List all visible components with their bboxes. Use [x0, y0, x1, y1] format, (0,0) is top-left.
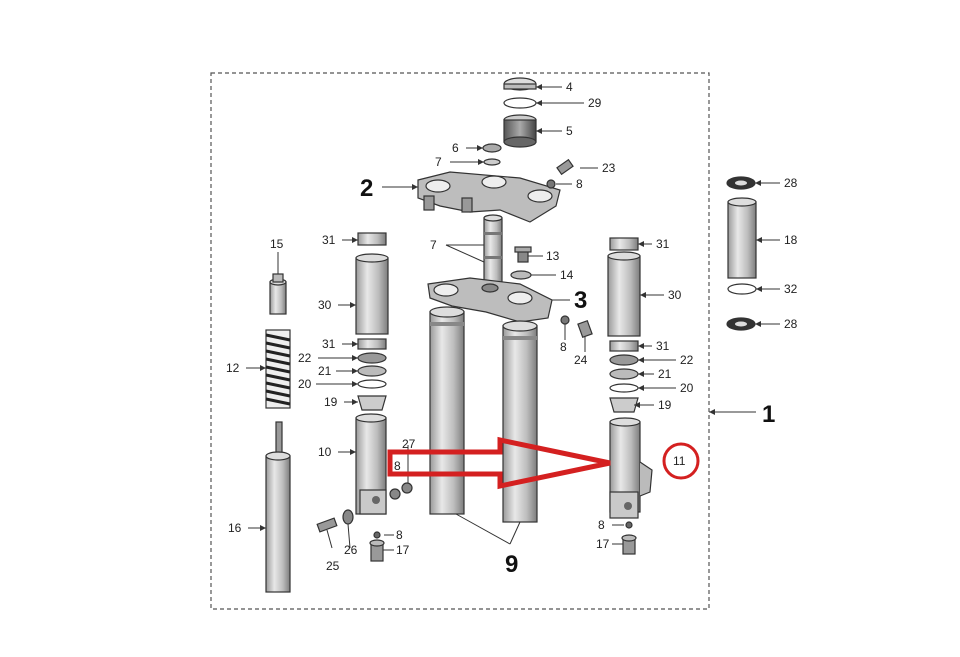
part-22-seal-right — [609, 354, 639, 366]
label-8-left-bottom: 8 — [396, 528, 403, 542]
part-20-clip-right — [609, 383, 639, 393]
part-21-ring-left — [357, 365, 387, 377]
label-20-left: 20 — [298, 377, 312, 391]
label-23: 23 — [602, 161, 616, 175]
label-28-bottom: 28 — [784, 317, 798, 331]
part-10-lower-leg-left — [355, 413, 387, 515]
part-26-washer — [342, 509, 354, 525]
part-31-bushing-left-bottom — [357, 338, 387, 350]
label-29: 29 — [588, 96, 602, 110]
label-15: 15 — [270, 237, 284, 251]
part-27-bolts — [389, 482, 413, 500]
part-21-ring-right — [609, 368, 639, 380]
label-21-left: 21 — [318, 364, 332, 378]
part-9-fork-tubes — [429, 306, 538, 523]
label-32: 32 — [784, 282, 798, 296]
part-19-seal-left — [357, 395, 387, 411]
part-31-bushing-left-top — [357, 232, 387, 246]
assembly-border — [210, 72, 710, 610]
label-8-right: 8 — [598, 518, 605, 532]
part-31-bushing-right-top — [609, 237, 639, 251]
part-11-lower-leg-right — [609, 417, 653, 519]
part-24-bolt — [577, 319, 593, 339]
part-28-bearing-bottom — [726, 317, 756, 331]
label-30-right: 30 — [668, 288, 682, 302]
leader-arrowheads — [260, 84, 762, 531]
label-31-right-top: 31 — [656, 237, 670, 251]
part-6-washer — [482, 143, 502, 153]
label-19-left: 19 — [324, 395, 338, 409]
label-14: 14 — [560, 268, 574, 282]
part-3-lower-triple-clamp — [427, 277, 553, 323]
label-25: 25 — [326, 559, 340, 573]
label-31-left-bottom: 31 — [322, 337, 336, 351]
label-11: 11 — [673, 454, 686, 468]
part-8-nut-lower-clamp — [560, 315, 570, 325]
label-3: 3 — [574, 287, 587, 314]
part-22-seal-left — [357, 352, 387, 364]
label-9: 9 — [505, 551, 518, 578]
label-19-right: 19 — [658, 398, 672, 412]
callout-labels: 4 29 5 6 7 23 8 2 7 13 14 3 8 24 15 12 1… — [226, 80, 798, 578]
label-17-right: 17 — [596, 537, 610, 551]
highlight-circle — [662, 442, 700, 480]
part-30-dust-cover-right — [607, 251, 641, 337]
part-18-head-tube — [727, 197, 757, 279]
part-14-washer — [510, 270, 532, 280]
part-12-spring — [265, 329, 291, 409]
label-5: 5 — [566, 124, 573, 138]
part-8-nut-upper — [546, 179, 556, 189]
label-18: 18 — [784, 233, 798, 247]
label-24: 24 — [574, 353, 588, 367]
label-8-clamp: 8 — [560, 340, 567, 354]
part-4-cap — [503, 77, 537, 91]
label-17-left: 17 — [396, 543, 410, 557]
label-16: 16 — [228, 521, 242, 535]
part-25-bolt — [316, 517, 338, 533]
part-7-washer-top — [483, 158, 501, 166]
label-2: 2 — [360, 175, 373, 202]
label-31-left-top: 31 — [322, 233, 336, 247]
label-7-stem: 7 — [430, 238, 437, 252]
part-15-cap — [269, 273, 287, 315]
part-19-seal-right — [609, 397, 639, 413]
part-31-bushing-right-bottom — [609, 340, 639, 352]
part-8-nut-right — [625, 521, 633, 529]
label-7-top: 7 — [435, 155, 442, 169]
label-30-left: 30 — [318, 298, 332, 312]
part-28-bearing-top — [726, 176, 756, 190]
label-13: 13 — [546, 249, 560, 263]
label-8-top: 8 — [576, 177, 583, 191]
label-27: 27 — [402, 437, 416, 451]
label-4: 4 — [566, 80, 573, 94]
part-29-ring — [503, 97, 537, 109]
label-26: 26 — [344, 543, 358, 557]
part-13-bolt — [514, 246, 532, 263]
label-8-left-leg: 8 — [394, 459, 401, 473]
part-20-clip-left — [357, 379, 387, 389]
label-10: 10 — [318, 445, 332, 459]
label-20-right: 20 — [680, 381, 694, 395]
label-1: 1 — [762, 401, 775, 428]
part-2-upper-triple-clamp — [417, 171, 561, 223]
label-28-top: 28 — [784, 176, 798, 190]
label-22-left: 22 — [298, 351, 312, 365]
part-17-bolt-left — [369, 539, 385, 562]
label-12: 12 — [226, 361, 240, 375]
part-5-nut — [503, 114, 537, 148]
part-7-steering-stem — [483, 214, 503, 289]
part-32-ring — [727, 283, 757, 295]
label-21-right: 21 — [658, 367, 672, 381]
part-8-nut-left — [373, 531, 381, 539]
part-17-bolt-right — [621, 534, 637, 555]
part-16-damper-rod — [265, 421, 291, 593]
part-30-dust-cover-left — [355, 253, 389, 335]
label-31-right-bottom: 31 — [656, 339, 670, 353]
label-6: 6 — [452, 141, 459, 155]
highlight-arrow — [387, 436, 611, 490]
label-22-right: 22 — [680, 353, 694, 367]
part-23-bolt — [556, 158, 574, 176]
